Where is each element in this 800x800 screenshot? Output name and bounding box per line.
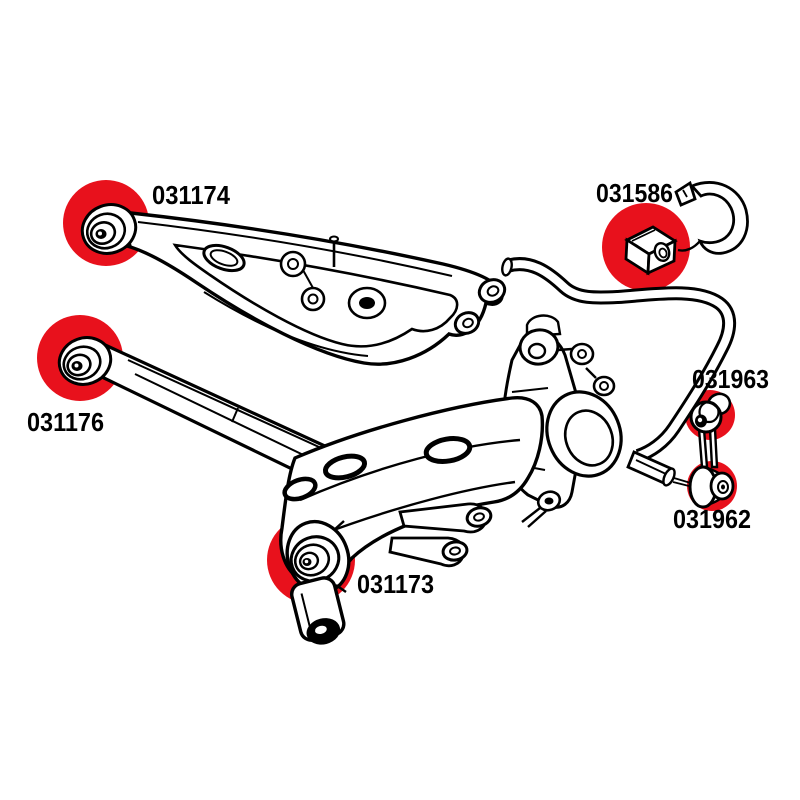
antiroll-bar-bushing-block xyxy=(624,225,678,276)
label-trailing-arm-bushing: 031173 xyxy=(357,569,434,599)
antiroll-bar-bracket xyxy=(624,180,749,276)
drop-link xyxy=(688,392,735,509)
label-drop-link-upper-bushing: 031963 xyxy=(692,364,769,394)
lower-trailing-arm xyxy=(279,396,545,645)
label-drop-link-lower-bushing: 031962 xyxy=(673,504,751,534)
label-upper-arm-bushing: 031174 xyxy=(152,180,230,210)
trailing-rod-front-bushing-art xyxy=(57,336,113,386)
trailing-arm-tongue-bracket xyxy=(290,576,346,645)
trailing-rod xyxy=(57,336,341,487)
upper-arm-front-bushing-art xyxy=(80,203,138,255)
upper-control-arm xyxy=(80,203,507,366)
drop-link-lower-bushing-art xyxy=(688,465,735,509)
trailing-arm-rear-bushing-art xyxy=(285,519,351,595)
label-antiroll-bar-bushing: 031586 xyxy=(596,178,673,208)
part-labels: 031174 031586 031176 031963 031962 03117… xyxy=(27,178,769,599)
label-trailing-rod-bushing: 031176 xyxy=(27,407,104,437)
drop-link-upper-bushing-art xyxy=(689,392,732,434)
anti-roll-bar xyxy=(501,257,737,488)
